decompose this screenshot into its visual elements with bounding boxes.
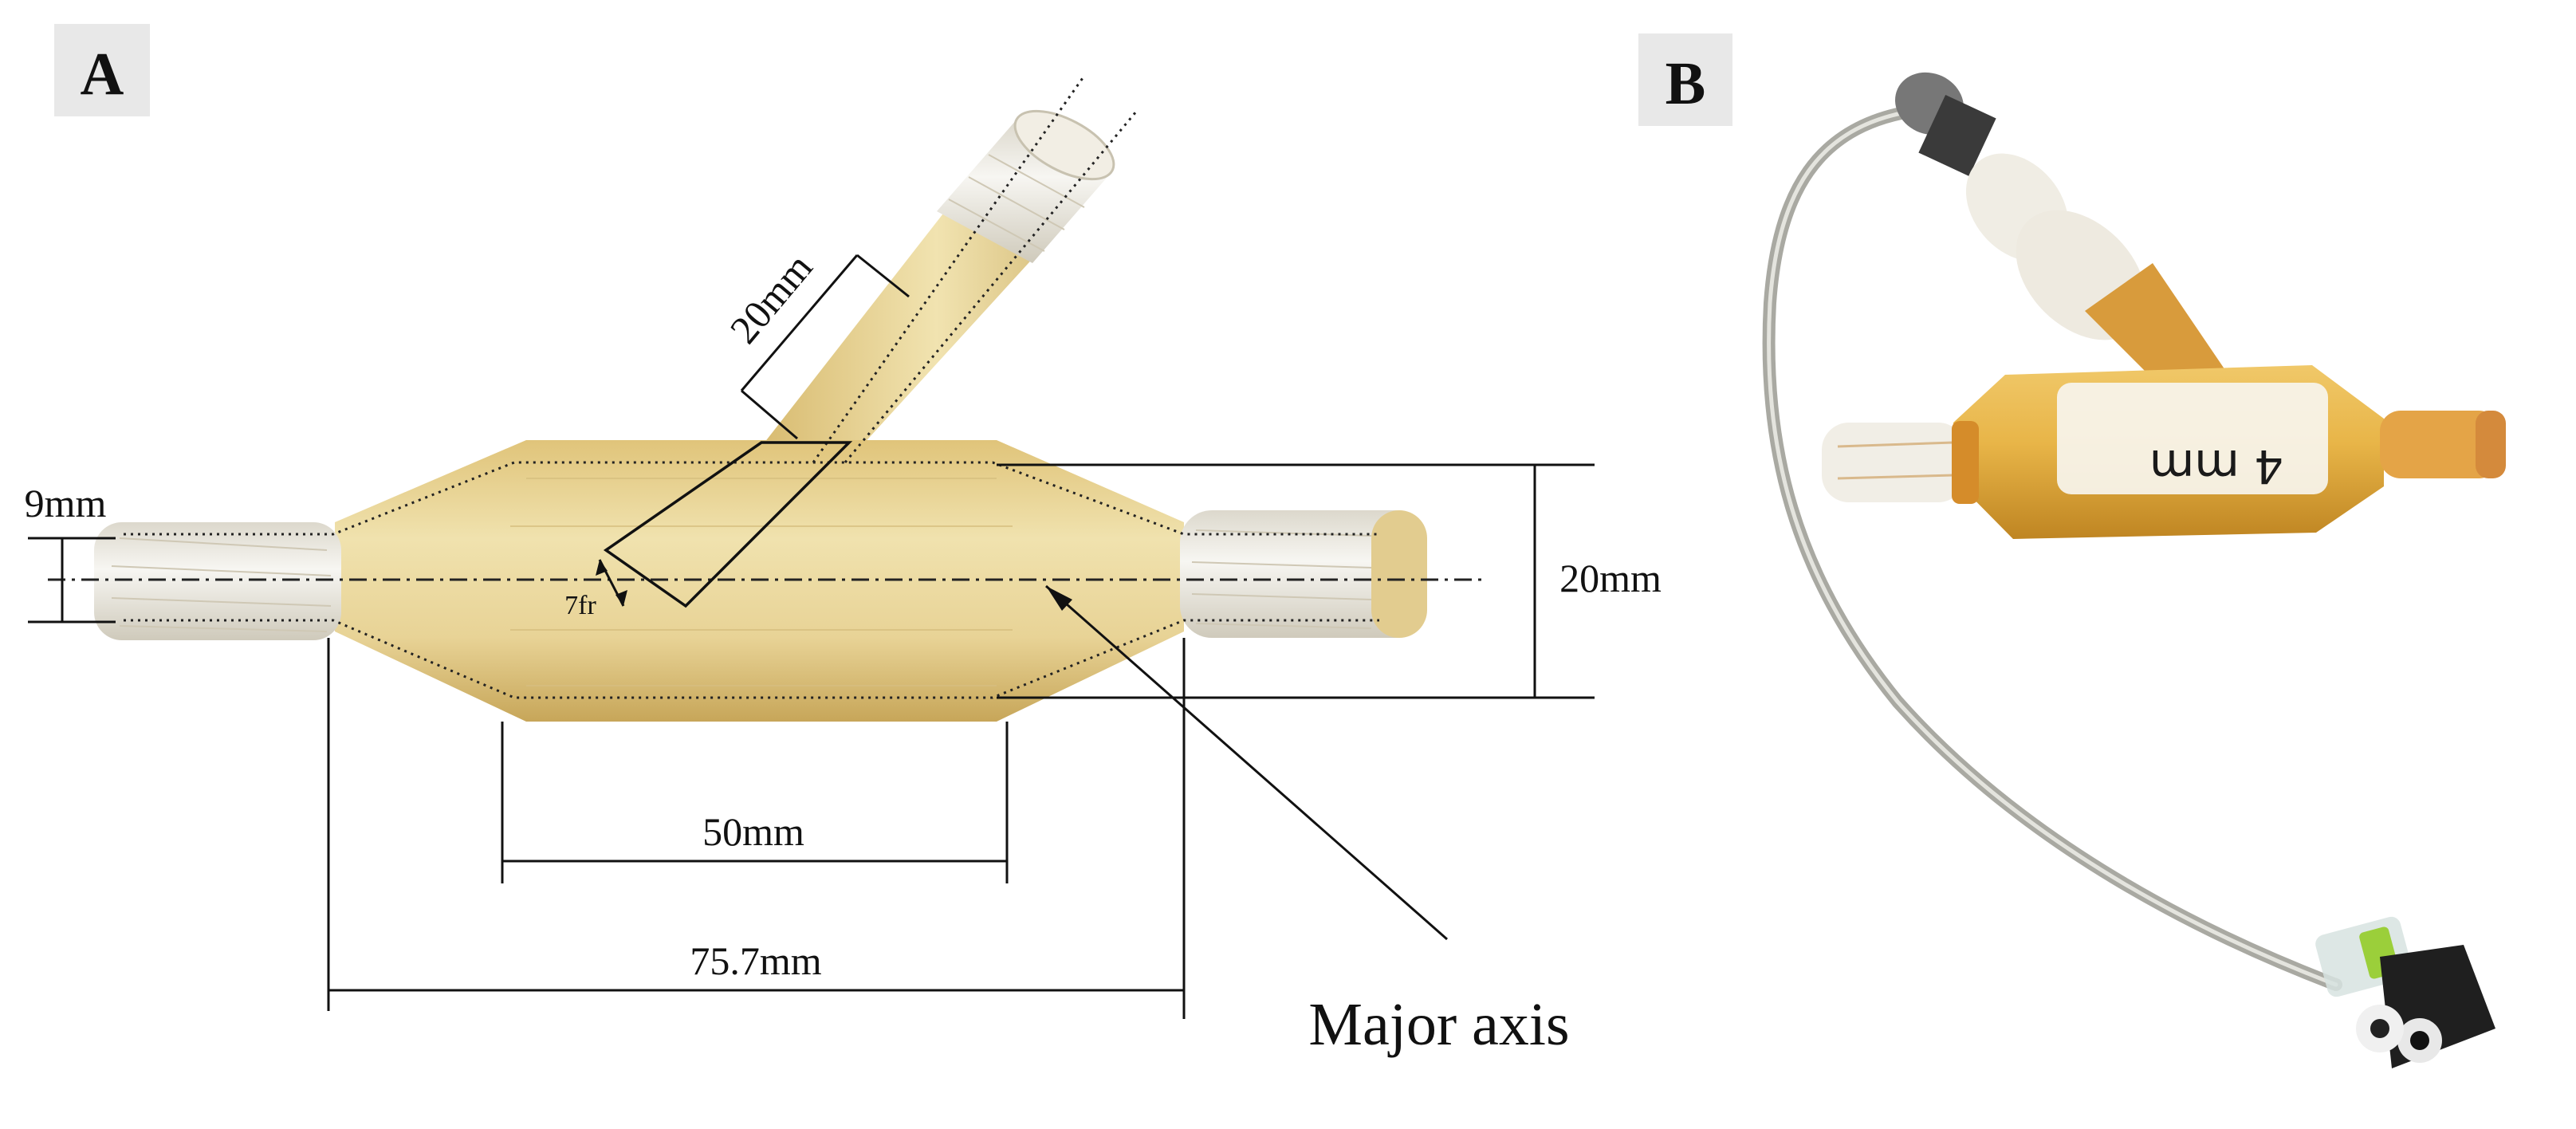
internal-dotted-outlines: [124, 75, 1379, 699]
stopcock: [2315, 916, 2495, 1068]
body-length-dimension: 50mm: [501, 722, 1009, 883]
side-branch: [761, 109, 1115, 446]
balloon-b-marker-text: 4 mm: [2149, 439, 2283, 494]
balloon-b-right-neck: [2380, 411, 2499, 478]
panel-b-letter-box: [1638, 33, 1732, 126]
major-axis-arrowhead: [1046, 586, 1072, 611]
left-neck: [94, 522, 341, 640]
catheter-size-label: 7fr: [564, 591, 596, 620]
body-diameter-label: 20mm: [1559, 556, 1662, 600]
right-neck: [1180, 510, 1427, 638]
panel-a-letter-box: [54, 24, 150, 116]
panel-b: B 4 mm: [1638, 33, 2506, 1068]
balloon-b-label-patch: [2057, 383, 2328, 494]
panel-b-letter: B: [1666, 50, 1706, 117]
balloon-b: 4 mm: [1822, 365, 2506, 539]
balloon-b-left-neck: [1822, 423, 1965, 502]
body-diameter-dimension: 20mm: [997, 463, 1662, 699]
neck-diameter-label: 9mm: [25, 481, 107, 525]
panel-a: A: [25, 24, 1662, 1058]
major-axis-label: Major axis: [1308, 991, 1569, 1058]
total-length-label: 75.7mm: [690, 938, 821, 983]
major-axis-callout: Major axis: [1045, 584, 1570, 1058]
branch-length-label: 20mm: [721, 245, 820, 352]
catheter-photo: [94, 109, 1427, 722]
total-length-dimension: 75.7mm: [327, 638, 1186, 1019]
panel-a-letter: A: [81, 41, 124, 108]
catheter-outline: [603, 441, 853, 608]
body-length-label: 50mm: [702, 809, 804, 854]
catheter-size-dimension: 7fr: [564, 559, 627, 620]
upper-connector: [1895, 72, 2228, 403]
neck-diameter-dimension: 9mm: [25, 481, 116, 624]
